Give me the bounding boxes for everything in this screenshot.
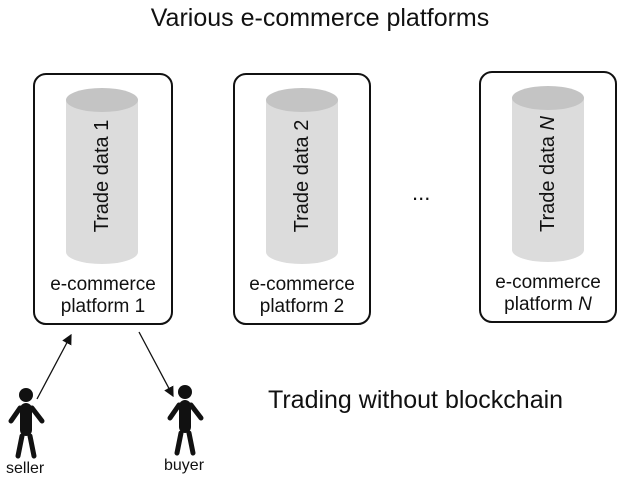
arrow-seller-to-platform <box>36 333 72 400</box>
database-cylinder-1 <box>66 88 138 264</box>
arrow-platform-to-buyer <box>138 331 174 398</box>
trade-data-label-1: Trade data 1 <box>91 119 113 233</box>
seller-icon <box>8 388 45 459</box>
platform-name-2-line2: platform 2 <box>259 296 345 317</box>
ellipsis: ... <box>412 180 431 205</box>
diagram-title: Various e-commerce platforms <box>150 4 490 32</box>
platform-name-n: e-commerce platform N <box>483 272 613 316</box>
platform-name-1-line2: platform 1 <box>60 296 146 317</box>
platform-name-2: e-commerce platform 2 <box>237 274 367 318</box>
platform-name-1-line1: e-commerce <box>50 274 156 295</box>
platform-name-n-line1: e-commerce <box>495 272 601 293</box>
platform-name-n-line2: platform N <box>504 294 592 315</box>
buyer-label: buyer <box>164 457 205 474</box>
platform-name-1: e-commerce platform 1 <box>38 274 168 318</box>
seller-label: seller <box>6 460 45 477</box>
database-cylinder-2 <box>266 88 338 264</box>
trade-data-label-n: Trade data N <box>537 116 559 232</box>
buyer-icon <box>167 385 204 456</box>
trade-data-label-2: Trade data 2 <box>291 119 313 233</box>
platform-name-2-line1: e-commerce <box>249 274 355 295</box>
diagram-subtitle: Trading without blockchain <box>268 386 564 414</box>
database-cylinder-n <box>512 86 584 262</box>
